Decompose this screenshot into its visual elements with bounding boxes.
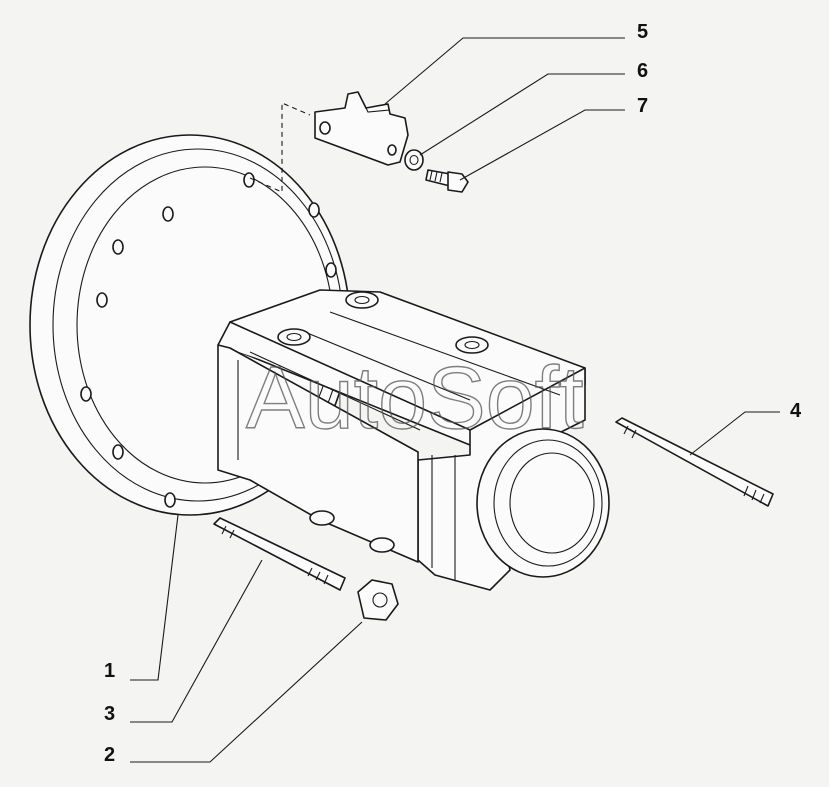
callout-1: 1 xyxy=(104,660,115,682)
stud-part-3 xyxy=(213,517,346,591)
callout-7: 7 xyxy=(637,95,648,117)
bracket-part-5 xyxy=(314,91,409,166)
nut-part-2 xyxy=(357,579,399,621)
stud-part-4 xyxy=(615,417,774,507)
callout-2: 2 xyxy=(104,744,115,766)
bolt-part-7 xyxy=(425,169,469,193)
hidden-line xyxy=(249,102,311,193)
callout-4: 4 xyxy=(790,400,802,422)
callout-3: 3 xyxy=(104,703,115,725)
watermark: AutoSoft xyxy=(246,348,584,447)
leader-lines xyxy=(130,37,780,763)
washer-part-6 xyxy=(404,149,424,171)
gearbox-body xyxy=(217,289,610,591)
callout-6: 6 xyxy=(637,60,648,82)
callout-5: 5 xyxy=(637,21,648,43)
